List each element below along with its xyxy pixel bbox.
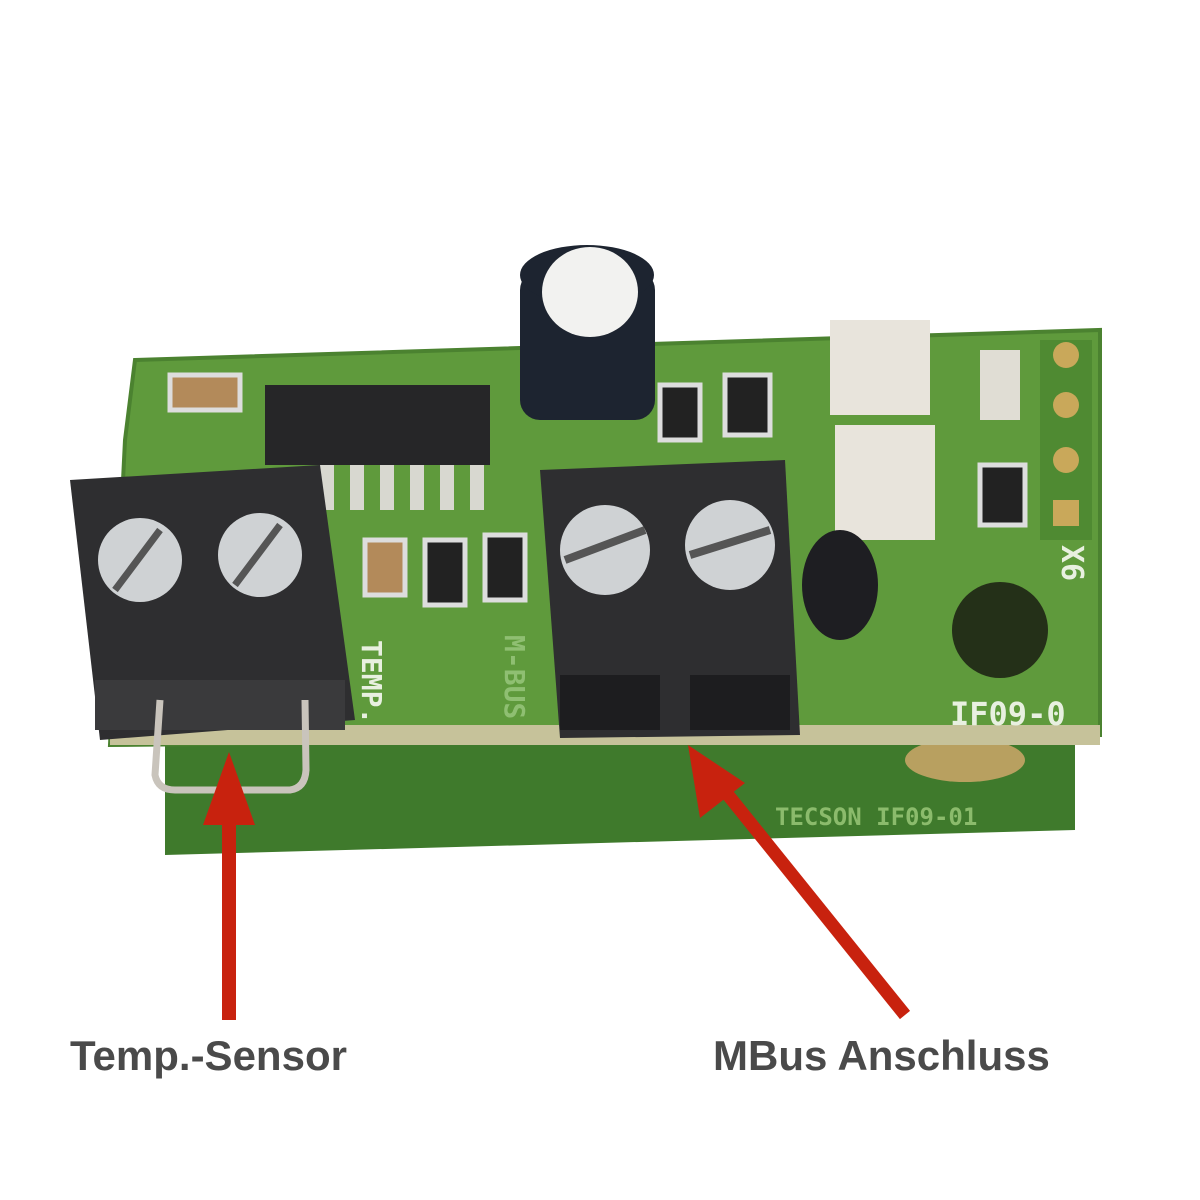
mbus-terminal-block (540, 460, 800, 738)
electrolytic-capacitor (520, 245, 655, 420)
mbus-arrow (688, 745, 911, 1020)
mounting-hole (952, 582, 1048, 678)
silk-lower-id: TECSON IF09-01 (775, 803, 977, 831)
temp-sensor-label: Temp.-Sensor (70, 1032, 347, 1079)
silk-temp: TEMP. (355, 640, 388, 724)
optocoupler (830, 320, 930, 415)
lower-pcb (165, 735, 1075, 855)
temp-sensor-arrow (203, 752, 255, 1020)
temp-sensor-terminal-block (70, 465, 355, 794)
silk-connector: X6 (1054, 545, 1089, 581)
pin-header (1040, 340, 1092, 540)
optocoupler (835, 425, 935, 540)
silk-upper-id: IF09-0 (950, 695, 1066, 733)
silk-mbus: M-BUS (498, 635, 531, 719)
ic-chip (265, 385, 490, 465)
battery (905, 738, 1025, 782)
mbus-connection-label: MBus Anschluss (713, 1032, 1050, 1079)
